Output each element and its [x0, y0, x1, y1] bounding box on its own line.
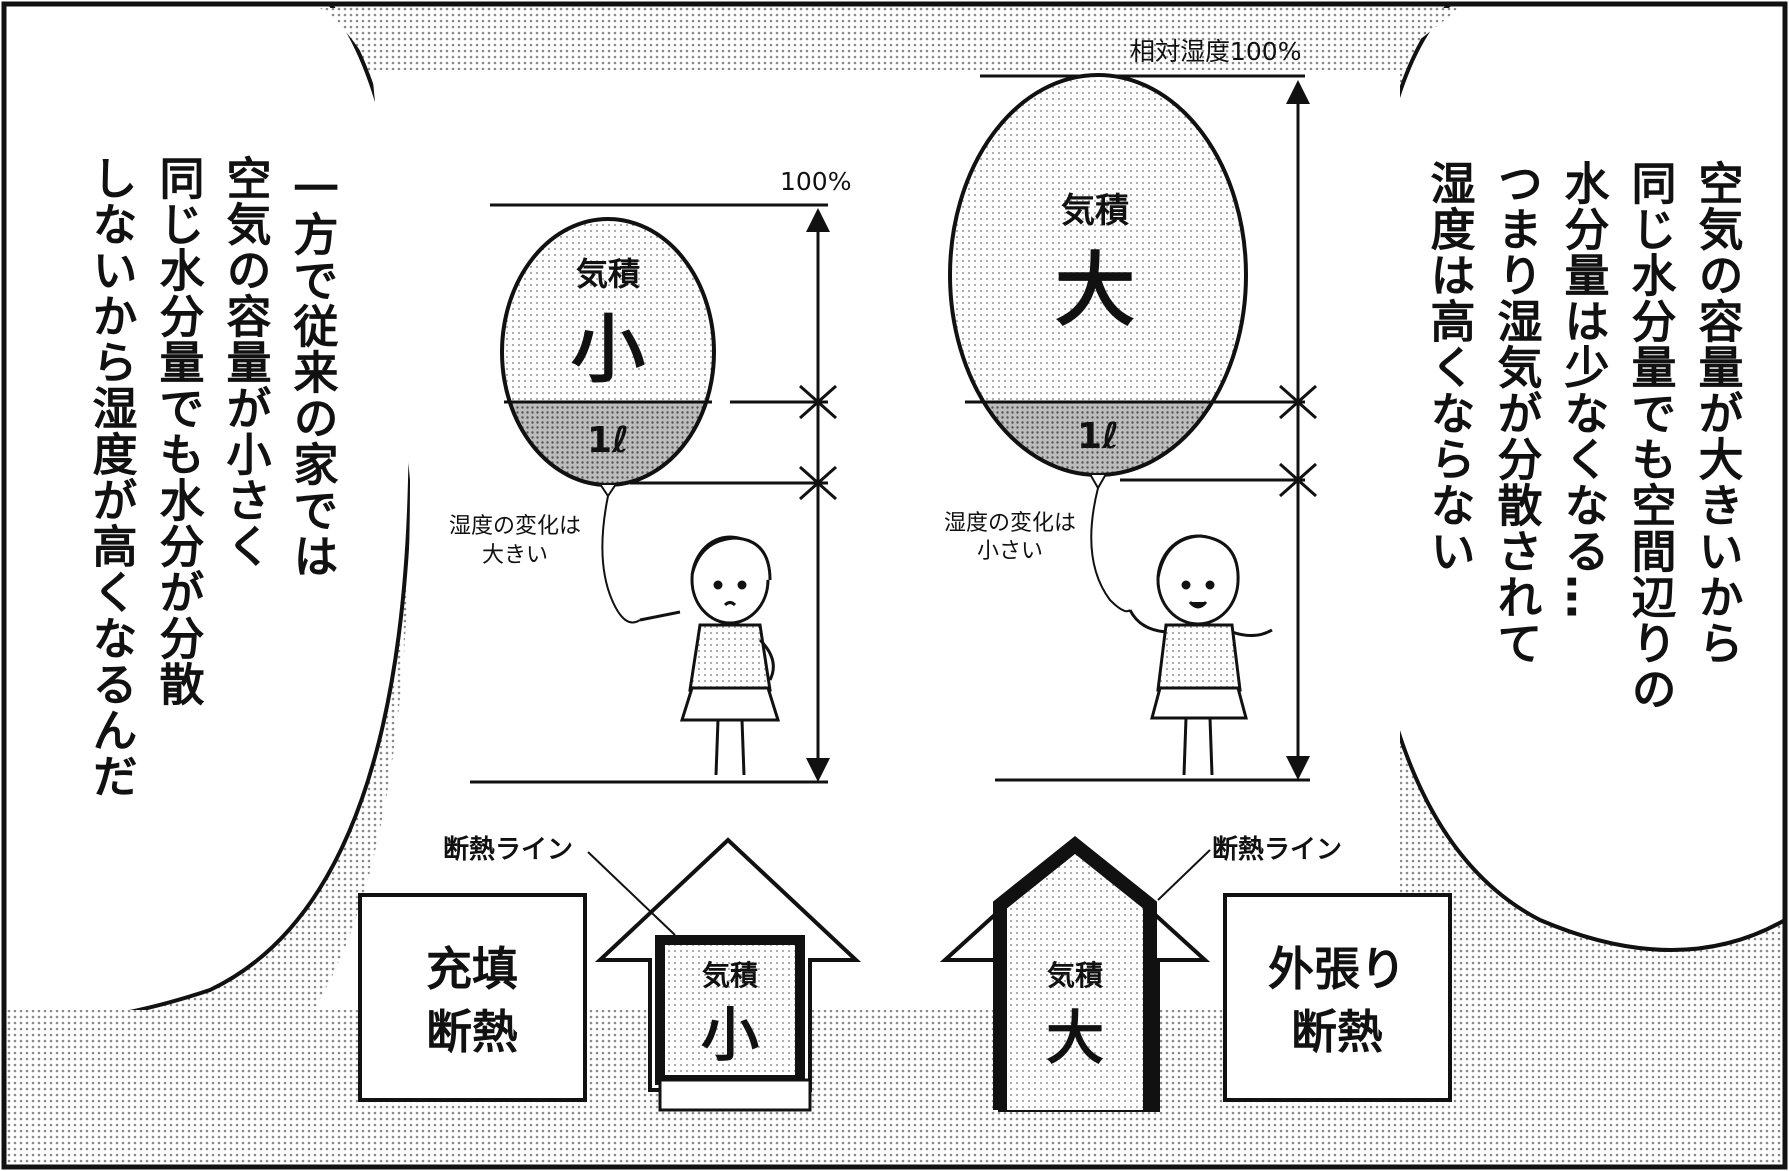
right-speech-line-1: 空気の容量が大きいから: [1691, 160, 1744, 666]
external-insulation-method-line-1: 外張り: [1268, 942, 1406, 996]
fill-house-volume-label: 気積: [702, 959, 758, 992]
small-balloon-percent: 100%: [780, 167, 851, 196]
fill-insulation-method-line-2: 断熱: [426, 1005, 518, 1059]
fill-house-size-word: 小: [701, 1001, 759, 1069]
left-speech-line-2: 空気の容量が小さく: [219, 155, 272, 569]
external-insulation-line: [993, 836, 1157, 1110]
external-house-volume-label: 気積: [1047, 959, 1103, 992]
right-speech-line-5: 湿度は高くならない: [1423, 160, 1476, 574]
external-insulation-house: 気積 大 外張り 断熱 断熱ライン: [939, 834, 1452, 1112]
large-balloon-caption-2: 小さい: [977, 539, 1043, 564]
external-insulation-line-label: 断熱ライン: [1212, 834, 1342, 865]
small-balloon-size-word: 小: [571, 307, 645, 393]
left-speech-line-1: 一方で従来の家では: [286, 165, 340, 579]
large-balloon-caption-1: 湿度の変化は: [944, 511, 1076, 536]
left-speech-line-4: しないから湿度が高くなるんだ: [85, 155, 138, 799]
external-insulation-method-box: [1223, 893, 1452, 1102]
right-speech-line-4: つまり湿気が分散されて: [1490, 160, 1543, 666]
girl-figure-left: [639, 535, 781, 776]
right-speech-text: 空気の容量が大きいから 同じ水分量でも空間辺りの 水分量は少なくなる… つまり湿…: [1423, 160, 1744, 712]
girl-figure-right: [1128, 534, 1273, 776]
left-speech-text: 一方で従来の家では 空気の容量が小さく 同じ水分量でも水分が分散 しないから湿度…: [85, 155, 340, 799]
large-balloon-size-word: 大: [1055, 244, 1135, 337]
small-balloon-caption-2: 大きい: [482, 543, 548, 568]
large-balloon-volume-label: 気積: [1061, 191, 1129, 231]
fill-insulation-line-box: [655, 935, 805, 1085]
fill-insulation-house: 充填 断熱 気積 小 断熱ライン: [358, 834, 862, 1112]
small-balloon-caption-1: 湿度の変化は: [449, 514, 581, 539]
large-balloon-diagram: 相対湿度100% 気積 大 1ℓ 湿度の変化は 小さい: [944, 37, 1317, 782]
small-balloon-volume-label: 気積: [576, 255, 640, 293]
fill-insulation-method-box: [358, 893, 587, 1102]
large-balloon-water-label: 1ℓ: [1077, 416, 1119, 457]
external-house-size-word: 大: [1046, 1004, 1104, 1072]
fill-insulation-line-label: 断熱ライン: [443, 834, 573, 865]
external-insulation-method-line-2: 断熱: [1291, 1005, 1383, 1059]
small-balloon-diagram: 100% 気積 小 1ℓ 湿度の変化は 大きい: [449, 167, 851, 784]
right-speech-line-3: 水分量は少なくなる…: [1557, 160, 1610, 620]
left-speech-line-3: 同じ水分量でも水分が分散: [152, 155, 205, 707]
small-balloon-water-label: 1ℓ: [587, 420, 629, 461]
fill-insulation-method-line-1: 充填: [426, 942, 518, 996]
large-balloon-percent: 相対湿度100%: [1130, 37, 1301, 66]
right-speech-line-2: 同じ水分量でも空間辺りの: [1624, 160, 1677, 712]
